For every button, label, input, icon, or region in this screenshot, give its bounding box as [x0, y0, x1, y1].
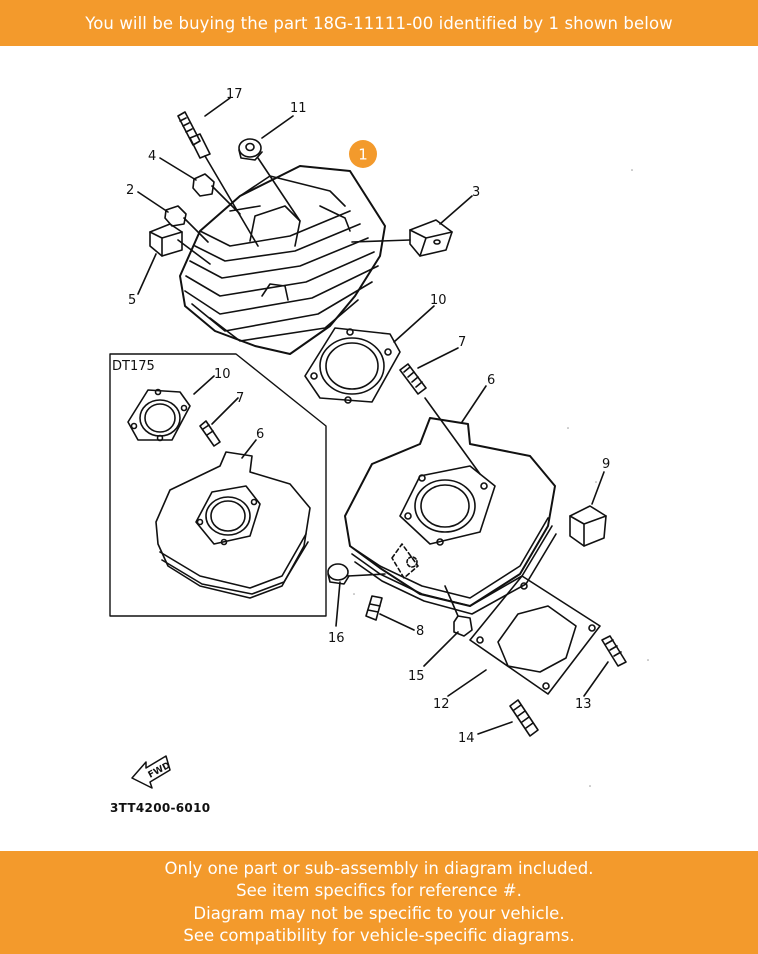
base-gasket-drawing	[469, 575, 601, 695]
label-2: 2	[126, 183, 134, 198]
footer-line-4: See compatibility for vehicle-specific d…	[183, 926, 575, 945]
head-gasket-drawing	[304, 327, 401, 404]
header-banner: You will be buying the part 18G-11111-00…	[0, 0, 758, 46]
fwd-label: FWD	[147, 761, 172, 781]
callout-marker: 1	[349, 140, 377, 168]
dt175-inset	[109, 353, 327, 617]
inset-title: DT175	[112, 359, 155, 374]
label-4: 4	[148, 149, 156, 164]
label-13: 13	[575, 697, 592, 712]
dowel-drawing	[444, 585, 473, 637]
fwd-arrow-icon: FWD	[131, 755, 172, 789]
footer-line-3: Diagram may not be specific to your vehi…	[193, 903, 565, 923]
diagram-code: 3TT4200-6010	[110, 801, 210, 815]
label-5: 5	[128, 293, 136, 308]
label-15: 15	[408, 669, 425, 684]
label-11: 11	[290, 101, 307, 116]
label-3: 3	[472, 185, 480, 200]
leader-lines	[137, 97, 609, 735]
label-14: 14	[458, 731, 475, 746]
label-10: 10	[430, 293, 447, 308]
stud-8-drawing	[365, 595, 383, 621]
parts-diagram: FWD 17 11 4 2 3 5 10 7 6 DT175 10 7 6 9 …	[0, 46, 758, 851]
label-8: 8	[416, 624, 424, 639]
footer-line-1: Only one part or sub-assembly in diagram…	[164, 858, 594, 878]
label-6: 6	[487, 373, 495, 388]
nut-9-drawing	[569, 505, 607, 547]
cylinder-drawing	[344, 397, 557, 615]
inset-label-10: 10	[214, 367, 231, 382]
label-17: 17	[226, 87, 243, 102]
footer-line-2: See item specifics for reference #.	[236, 881, 522, 900]
label-9: 9	[602, 457, 610, 472]
nut-16-drawing	[327, 563, 386, 585]
cylinder-head-drawing	[179, 165, 386, 355]
stud-drawing	[399, 363, 427, 395]
spark-plug-drawing	[177, 111, 259, 247]
footer-banner: Only one part or sub-assembly in diagram…	[0, 851, 758, 954]
label-7: 7	[458, 335, 466, 350]
header-text: You will be buying the part 18G-11111-00…	[85, 13, 673, 33]
callout-number: 1	[358, 146, 368, 164]
inset-label-6: 6	[256, 427, 264, 442]
label-12: 12	[433, 697, 450, 712]
label-16: 16	[328, 631, 345, 646]
studs-13-14-drawing	[509, 635, 627, 737]
inset-label-7: 7	[236, 391, 244, 406]
small-parts-drawing	[149, 173, 453, 265]
nut-drawing	[238, 138, 301, 222]
